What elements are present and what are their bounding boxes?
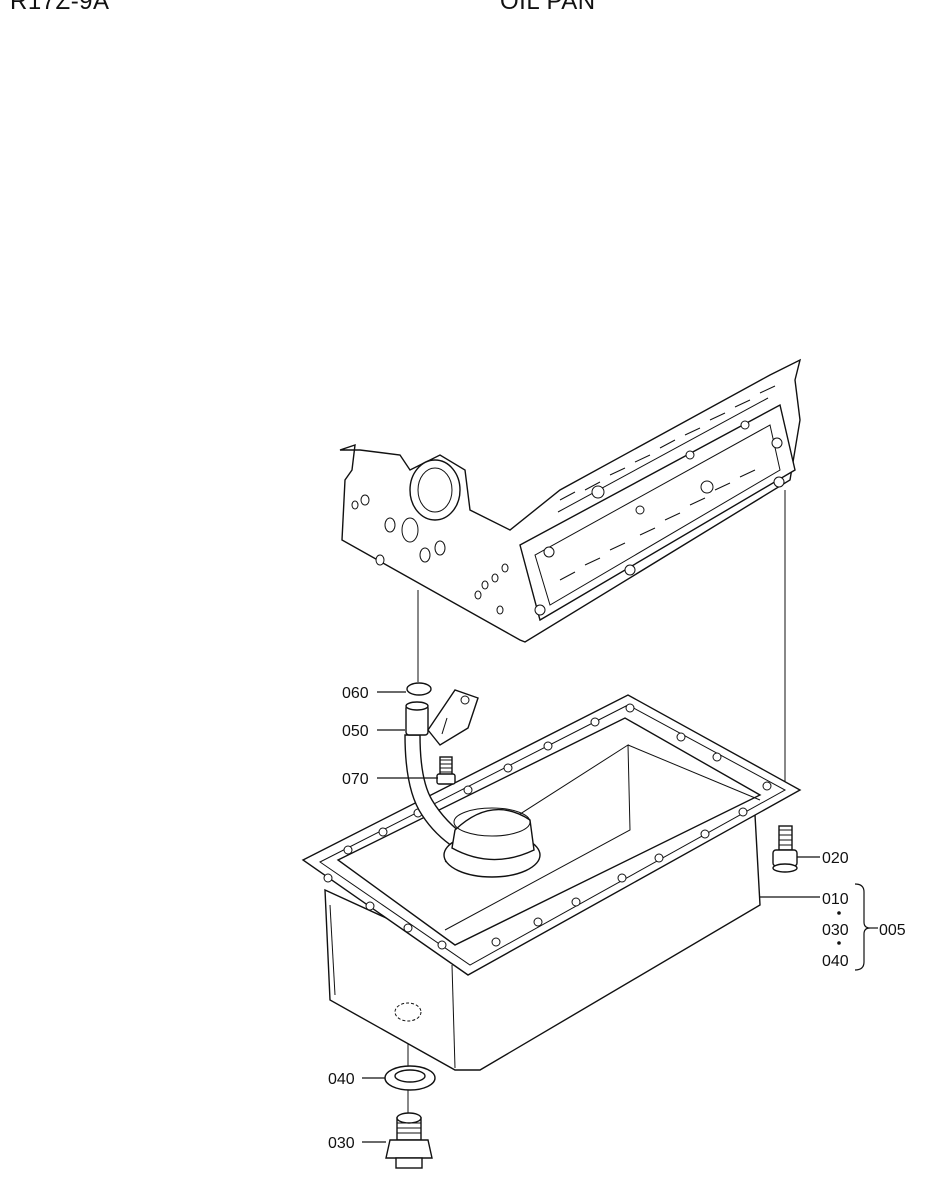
callout-005: 005 bbox=[879, 922, 906, 939]
callout-030-assembly: 030 bbox=[822, 922, 849, 939]
bolt-020 bbox=[772, 825, 798, 873]
oil-pan bbox=[301, 694, 802, 1071]
callout-060: 060 bbox=[342, 685, 369, 702]
bullet-dot bbox=[837, 941, 841, 945]
drain-plug-030 bbox=[385, 1112, 433, 1169]
callout-040-assembly: 040 bbox=[822, 953, 849, 970]
callout-040: 040 bbox=[328, 1071, 355, 1088]
page-title: OIL PAN bbox=[500, 0, 596, 15]
bullet-dot bbox=[837, 911, 841, 915]
assembly-bracket bbox=[854, 883, 871, 971]
oil-strainer bbox=[404, 689, 541, 878]
gasket-040 bbox=[384, 1065, 436, 1091]
callout-070: 070 bbox=[342, 771, 369, 788]
o-ring bbox=[406, 682, 432, 696]
model-code: R17Z-9A bbox=[10, 0, 110, 15]
callout-050: 050 bbox=[342, 723, 369, 740]
engine-block bbox=[339, 358, 802, 643]
callout-030: 030 bbox=[328, 1135, 355, 1152]
callout-020: 020 bbox=[822, 850, 849, 867]
bolt-070 bbox=[436, 756, 456, 785]
callout-010: 010 bbox=[822, 891, 849, 908]
